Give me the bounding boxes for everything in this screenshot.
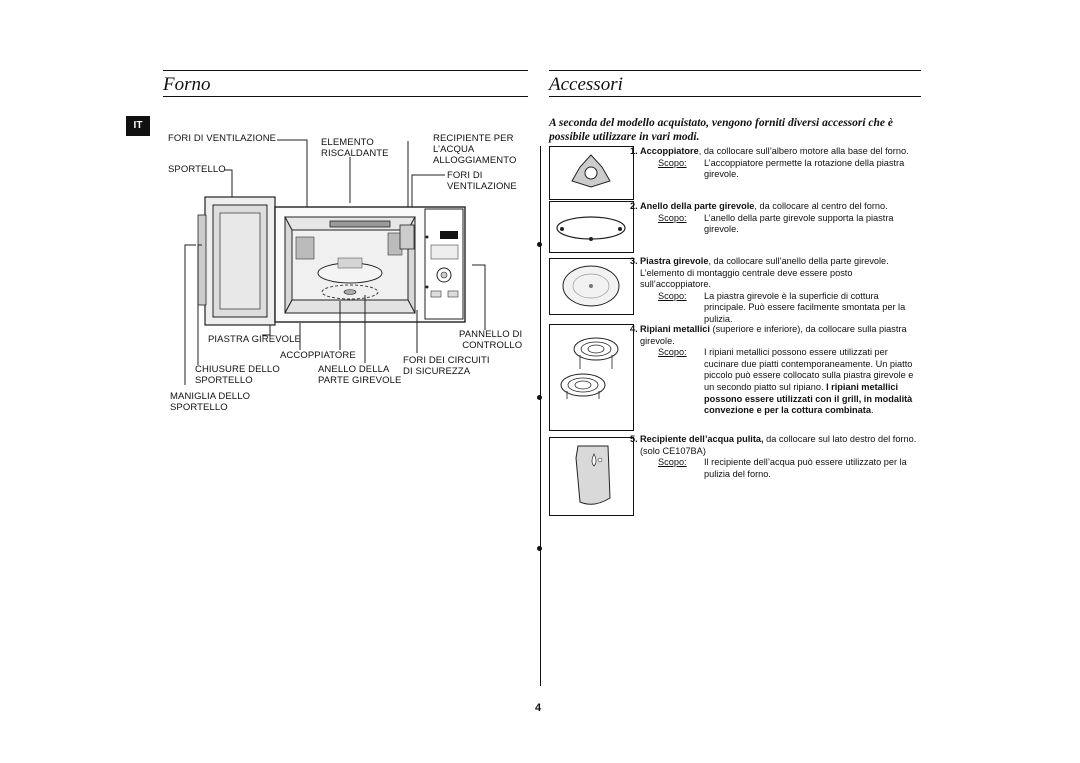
accessori-intro: A seconda del modello acquistato, vengon… [549,117,894,143]
page-number: 4 [535,702,542,714]
language-tab: IT [126,116,150,136]
guide-dot-1 [537,242,542,247]
guide-dot-2 [537,395,542,400]
forno-bottom-rule [163,96,528,97]
section-title-forno: Forno [163,74,211,95]
label-accoppiatore: ACCOPPIATORE [280,350,356,361]
label-fori-ventilazione-top: FORI DI VENTILAZIONE [168,133,277,144]
accessory-item-1: 1.Accoppiatore, da collocare sull’albero… [630,146,909,180]
ripiani-image [549,324,634,431]
label-sportello: SPORTELLO [168,164,226,175]
anello-image [549,201,634,253]
microwave-diagram [184,139,486,385]
accessory-item-4: 4.Ripiani metallici (superiore e inferio… [630,324,914,416]
accessori-top-rule [549,70,921,71]
forno-top-rule [163,70,528,71]
accessory-item-3: 3.Piastra girevole, da collocare sull’an… [630,256,906,324]
center-guide-line [540,146,541,686]
label-piastra-girevole: PIASTRA GIREVOLE [208,334,301,345]
accoppiatore-image [549,146,634,200]
guide-dot-3 [537,546,542,551]
section-title-accessori: Accessori [549,74,623,95]
accessory-item-2: 2.Anello della parte girevole, da colloc… [630,201,894,235]
recipiente-acqua-image [549,437,634,516]
accessori-bottom-rule [549,96,921,97]
piastra-image [549,258,634,315]
accessory-item-5: 5.Recipiente dell’acqua pulita, da collo… [630,434,917,479]
